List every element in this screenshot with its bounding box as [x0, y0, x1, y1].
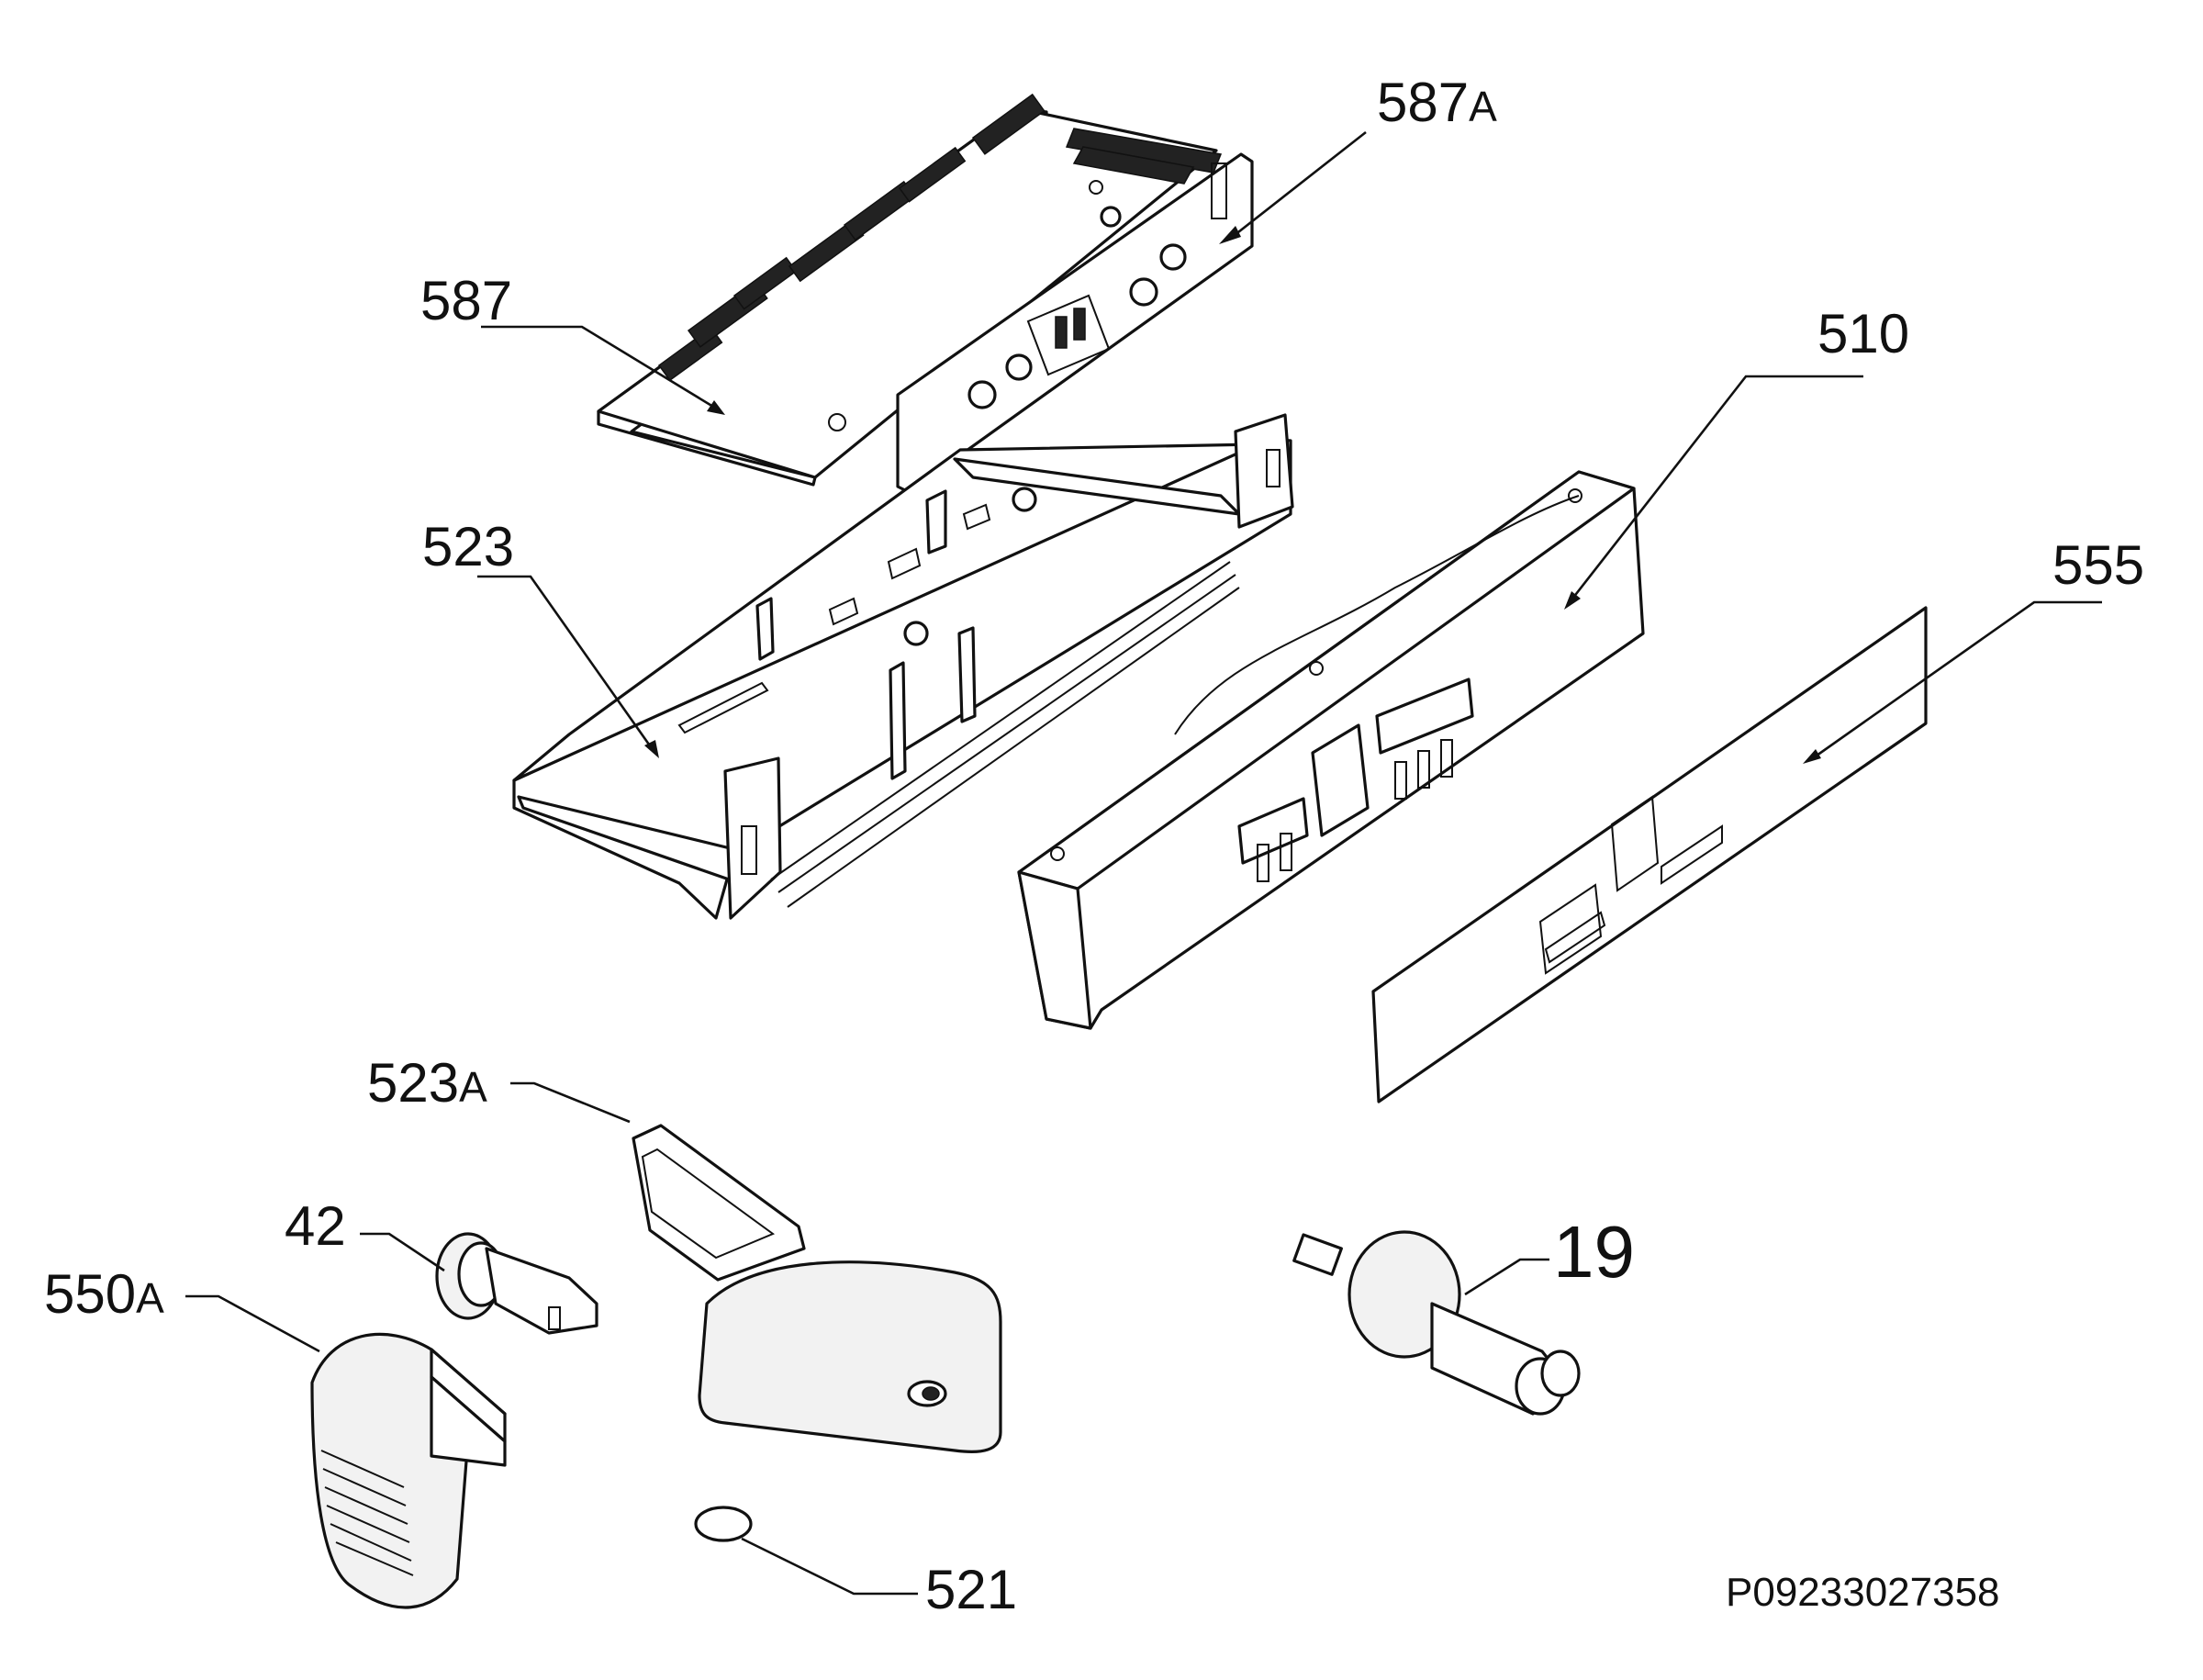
- front-panel-510: [1017, 470, 1645, 1030]
- callout-555: 555: [2052, 538, 2144, 593]
- callout-510-number: 510: [1817, 303, 1910, 364]
- callout-19-number: 19: [1553, 1211, 1635, 1293]
- callout-587a: 587A: [1377, 75, 1497, 130]
- housing-523: [512, 413, 1294, 920]
- callout-521-number: 521: [925, 1559, 1018, 1620]
- callout-510: 510: [1817, 307, 1909, 362]
- callout-555-number: 555: [2052, 534, 2145, 596]
- callout-587a-number: 587: [1377, 72, 1470, 133]
- callout-587a-suffix: A: [1469, 83, 1497, 130]
- display-board-587a: [896, 152, 1254, 494]
- callout-523a-suffix: A: [459, 1063, 487, 1111]
- callout-19: 19: [1553, 1215, 1635, 1289]
- lamp-bulb-19: [1292, 1230, 1581, 1416]
- callout-587: 587: [420, 274, 512, 329]
- leader-lines: [185, 130, 2102, 1596]
- callout-42-number: 42: [285, 1195, 346, 1257]
- callout-521: 521: [925, 1562, 1017, 1618]
- callout-42: 42: [285, 1199, 346, 1254]
- callout-550a-suffix: A: [136, 1274, 164, 1322]
- callout-587-number: 587: [420, 270, 513, 331]
- drawing-code: P09233027358: [1726, 1570, 2000, 1615]
- o-ring-521: [694, 1506, 753, 1542]
- lamp-cover-523a: [632, 1124, 1002, 1453]
- callout-523: 523: [422, 520, 514, 575]
- callout-523a: 523A: [367, 1056, 487, 1111]
- callout-523a-number: 523: [367, 1052, 460, 1114]
- display-window-555: [1371, 606, 1928, 1103]
- knob-550a: [310, 1332, 507, 1609]
- callout-550a: 550A: [44, 1267, 164, 1322]
- callout-523-number: 523: [422, 516, 515, 577]
- pcb-board-587: [597, 93, 1223, 487]
- callout-550a-number: 550: [44, 1263, 137, 1325]
- lamp-holder-42: [435, 1232, 598, 1335]
